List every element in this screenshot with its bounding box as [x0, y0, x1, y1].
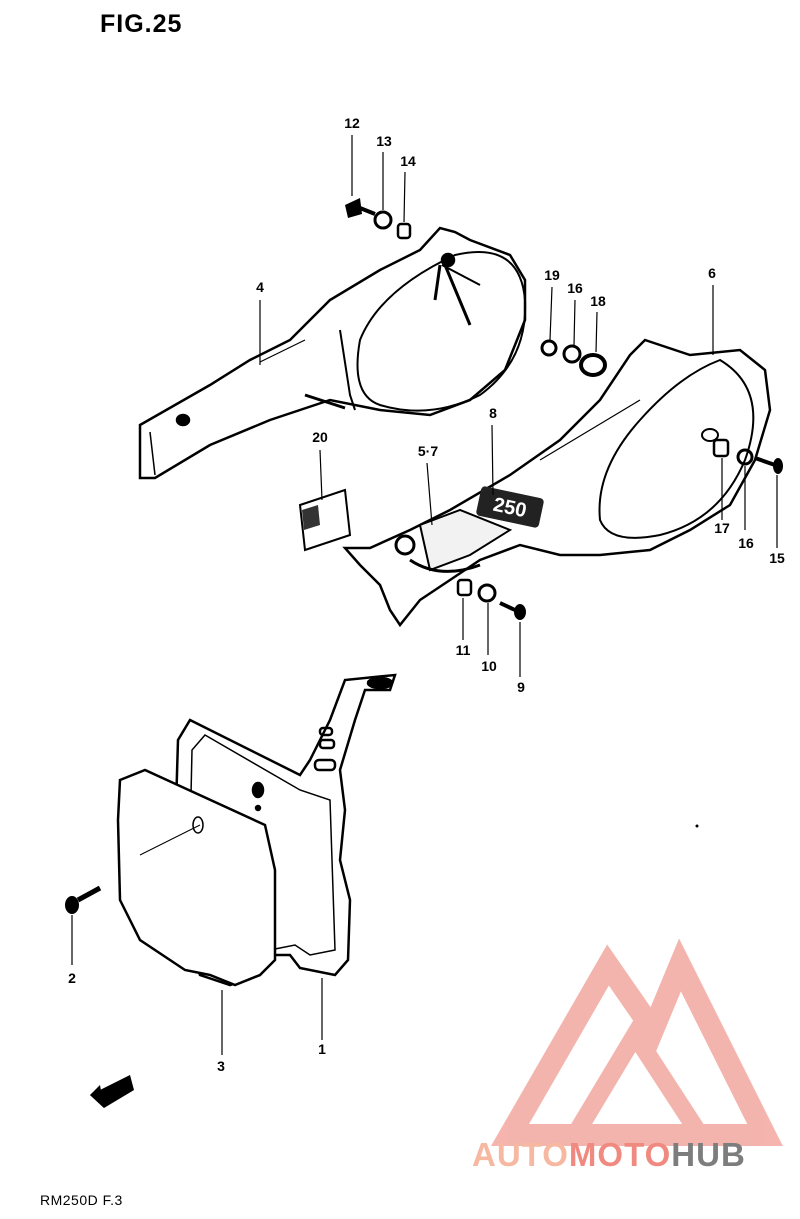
callout-12: 12 — [344, 115, 360, 131]
callout-14: 14 — [400, 153, 416, 169]
right-side-cover — [342, 338, 772, 628]
callout-4: 4 — [256, 279, 264, 295]
callout-9: 9 — [517, 679, 525, 695]
callout-19: 19 — [544, 267, 560, 283]
bolt-12 — [345, 198, 376, 218]
plate-insert — [116, 768, 277, 987]
insignia-250: 250 — [476, 486, 544, 528]
nut-19 — [540, 339, 558, 357]
callout-13: 13 — [376, 133, 392, 149]
collar-17 — [712, 438, 730, 458]
automotohub-logo — [490, 938, 783, 1146]
collar-14 — [396, 222, 412, 240]
warning-label — [298, 488, 352, 552]
callout-5-7: 5·7 — [418, 443, 438, 459]
automotohub-wordmark: AUTOMOTOHUB — [472, 1136, 746, 1173]
callout-15: 15 — [769, 550, 785, 566]
grommet-18 — [579, 353, 607, 377]
callout-10: 10 — [481, 658, 497, 674]
washer-16a — [562, 344, 582, 364]
callout-16a: 16 — [567, 280, 583, 296]
bolt-15 — [754, 456, 783, 474]
callout-18: 18 — [590, 293, 606, 309]
collar-11 — [456, 578, 473, 597]
left-side-cover — [138, 226, 527, 480]
callout-6: 6 — [708, 265, 716, 281]
washer-16b — [736, 448, 754, 466]
front-arrow-icon — [90, 1075, 134, 1108]
callout-20: 20 — [312, 429, 328, 445]
callout-8: 8 — [489, 405, 497, 421]
speck — [695, 824, 699, 828]
washer-10 — [477, 583, 497, 603]
callout-3: 3 — [217, 1058, 225, 1074]
callout-2: 2 — [68, 970, 76, 986]
callout-17: 17 — [714, 520, 730, 536]
bolt-2 — [65, 885, 102, 914]
callout-11: 11 — [456, 642, 471, 658]
callout-16b: 16 — [738, 535, 754, 551]
leader-lines — [71, 135, 778, 1055]
figure-title: FIG.25 — [100, 10, 183, 38]
bolt-9 — [499, 601, 526, 620]
callout-1: 1 — [318, 1041, 326, 1057]
washer-13 — [373, 210, 393, 230]
figure-code: RM250D F.3 — [40, 1192, 123, 1208]
callout-labels: 12 13 14 4 5·7 8 20 6 19 16 18 17 16 15 … — [68, 115, 785, 1074]
